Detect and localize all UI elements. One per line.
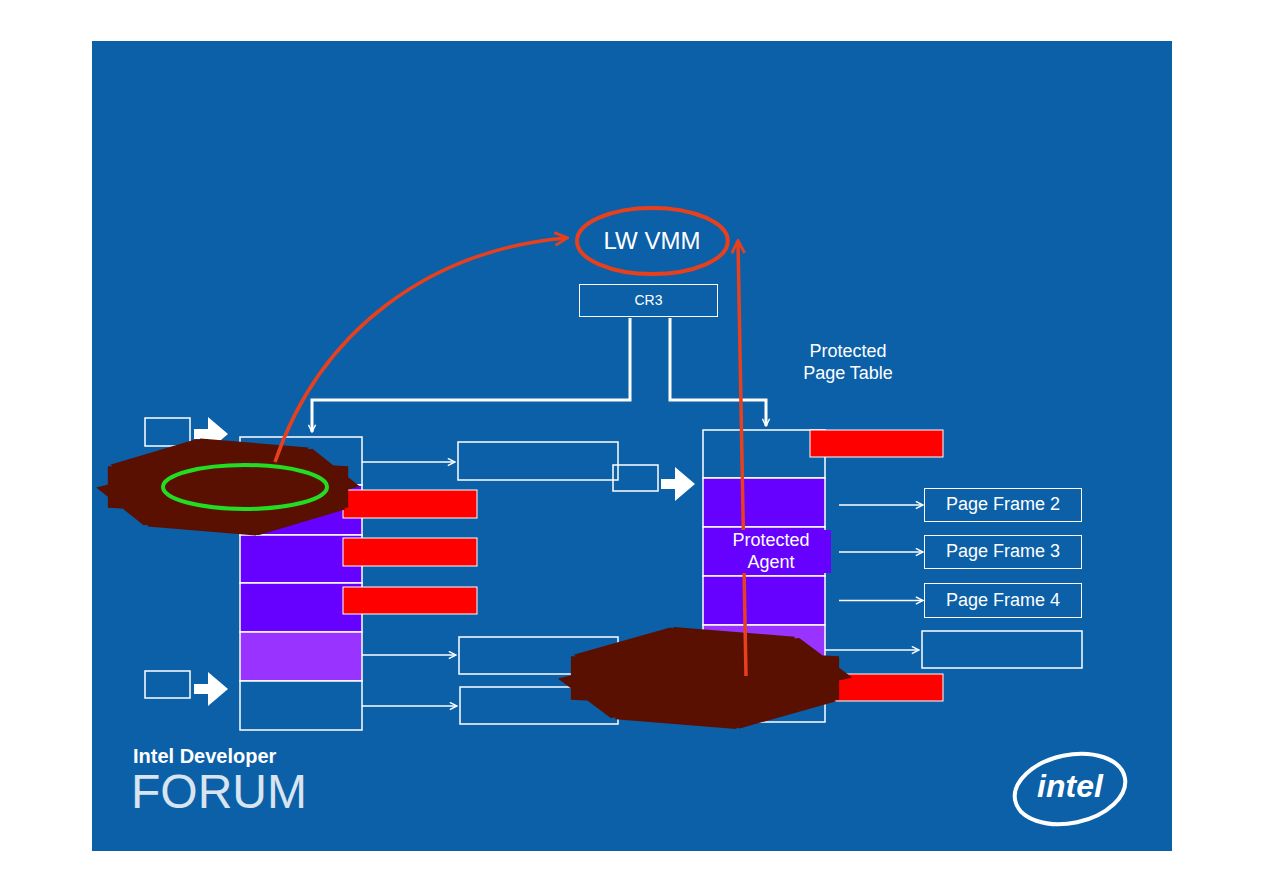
trap-arrow	[738, 242, 746, 676]
trap-arrow	[275, 238, 566, 462]
row-pointer	[362, 654, 456, 656]
row-pointer	[362, 705, 457, 707]
logo-text: intel	[1020, 767, 1120, 805]
node-text: Page Frame 3	[946, 541, 1060, 563]
row-pointer	[825, 649, 919, 651]
protection-marker	[343, 490, 477, 518]
protection-marker	[810, 430, 943, 457]
protection-marker	[343, 587, 477, 614]
cr3-pointer-line	[312, 318, 630, 432]
block-arrow	[194, 672, 228, 706]
table-row	[703, 430, 825, 478]
page-frame-box: Page Frame 2	[924, 488, 1082, 522]
frame-pointer	[839, 504, 923, 506]
logo-text: FORUM	[131, 768, 307, 816]
table-row	[703, 478, 825, 527]
logo-swirl	[1008, 744, 1132, 834]
node-text: CR3	[634, 292, 662, 309]
table-row	[240, 632, 362, 681]
frame-pointer	[839, 551, 923, 553]
slide-background	[92, 41, 1172, 851]
pointer-box	[145, 418, 190, 446]
logo-text: Intel Developer	[133, 744, 276, 768]
page-frame-box: Page Frame 4	[924, 583, 1082, 618]
block-arrow	[661, 467, 695, 501]
vmm-ellipse: LW VMM	[575, 206, 730, 276]
protection-marker	[343, 538, 477, 566]
row-pointer	[362, 461, 455, 463]
page-box	[922, 631, 1082, 668]
ellipse-outline	[577, 208, 728, 274]
node-text: LW VMM	[604, 227, 701, 256]
vmm-traps	[275, 238, 746, 676]
node-text: Protected Agent	[711, 530, 831, 573]
detection-ring	[163, 465, 327, 509]
cr3-pointer-line	[670, 318, 766, 426]
attack-burst	[580, 635, 830, 721]
attack-burst	[116, 446, 340, 528]
node-text: Page Frame 2	[946, 494, 1060, 516]
frame-pointer	[839, 600, 923, 602]
agent-region: Protected Agent	[703, 478, 839, 625]
page-box	[458, 442, 618, 480]
node-text: Page Frame 4	[946, 590, 1060, 612]
page-frame-box: Page Frame 3	[924, 535, 1082, 569]
edge-layer	[839, 505, 923, 601]
table-row	[703, 576, 825, 625]
pointer-box	[145, 671, 190, 698]
table-row	[240, 681, 362, 730]
pointer-box	[613, 465, 658, 491]
table-caption: Protected Page Table	[788, 341, 908, 384]
register-box: CR3	[579, 284, 718, 317]
cr3-pointers	[312, 318, 766, 432]
